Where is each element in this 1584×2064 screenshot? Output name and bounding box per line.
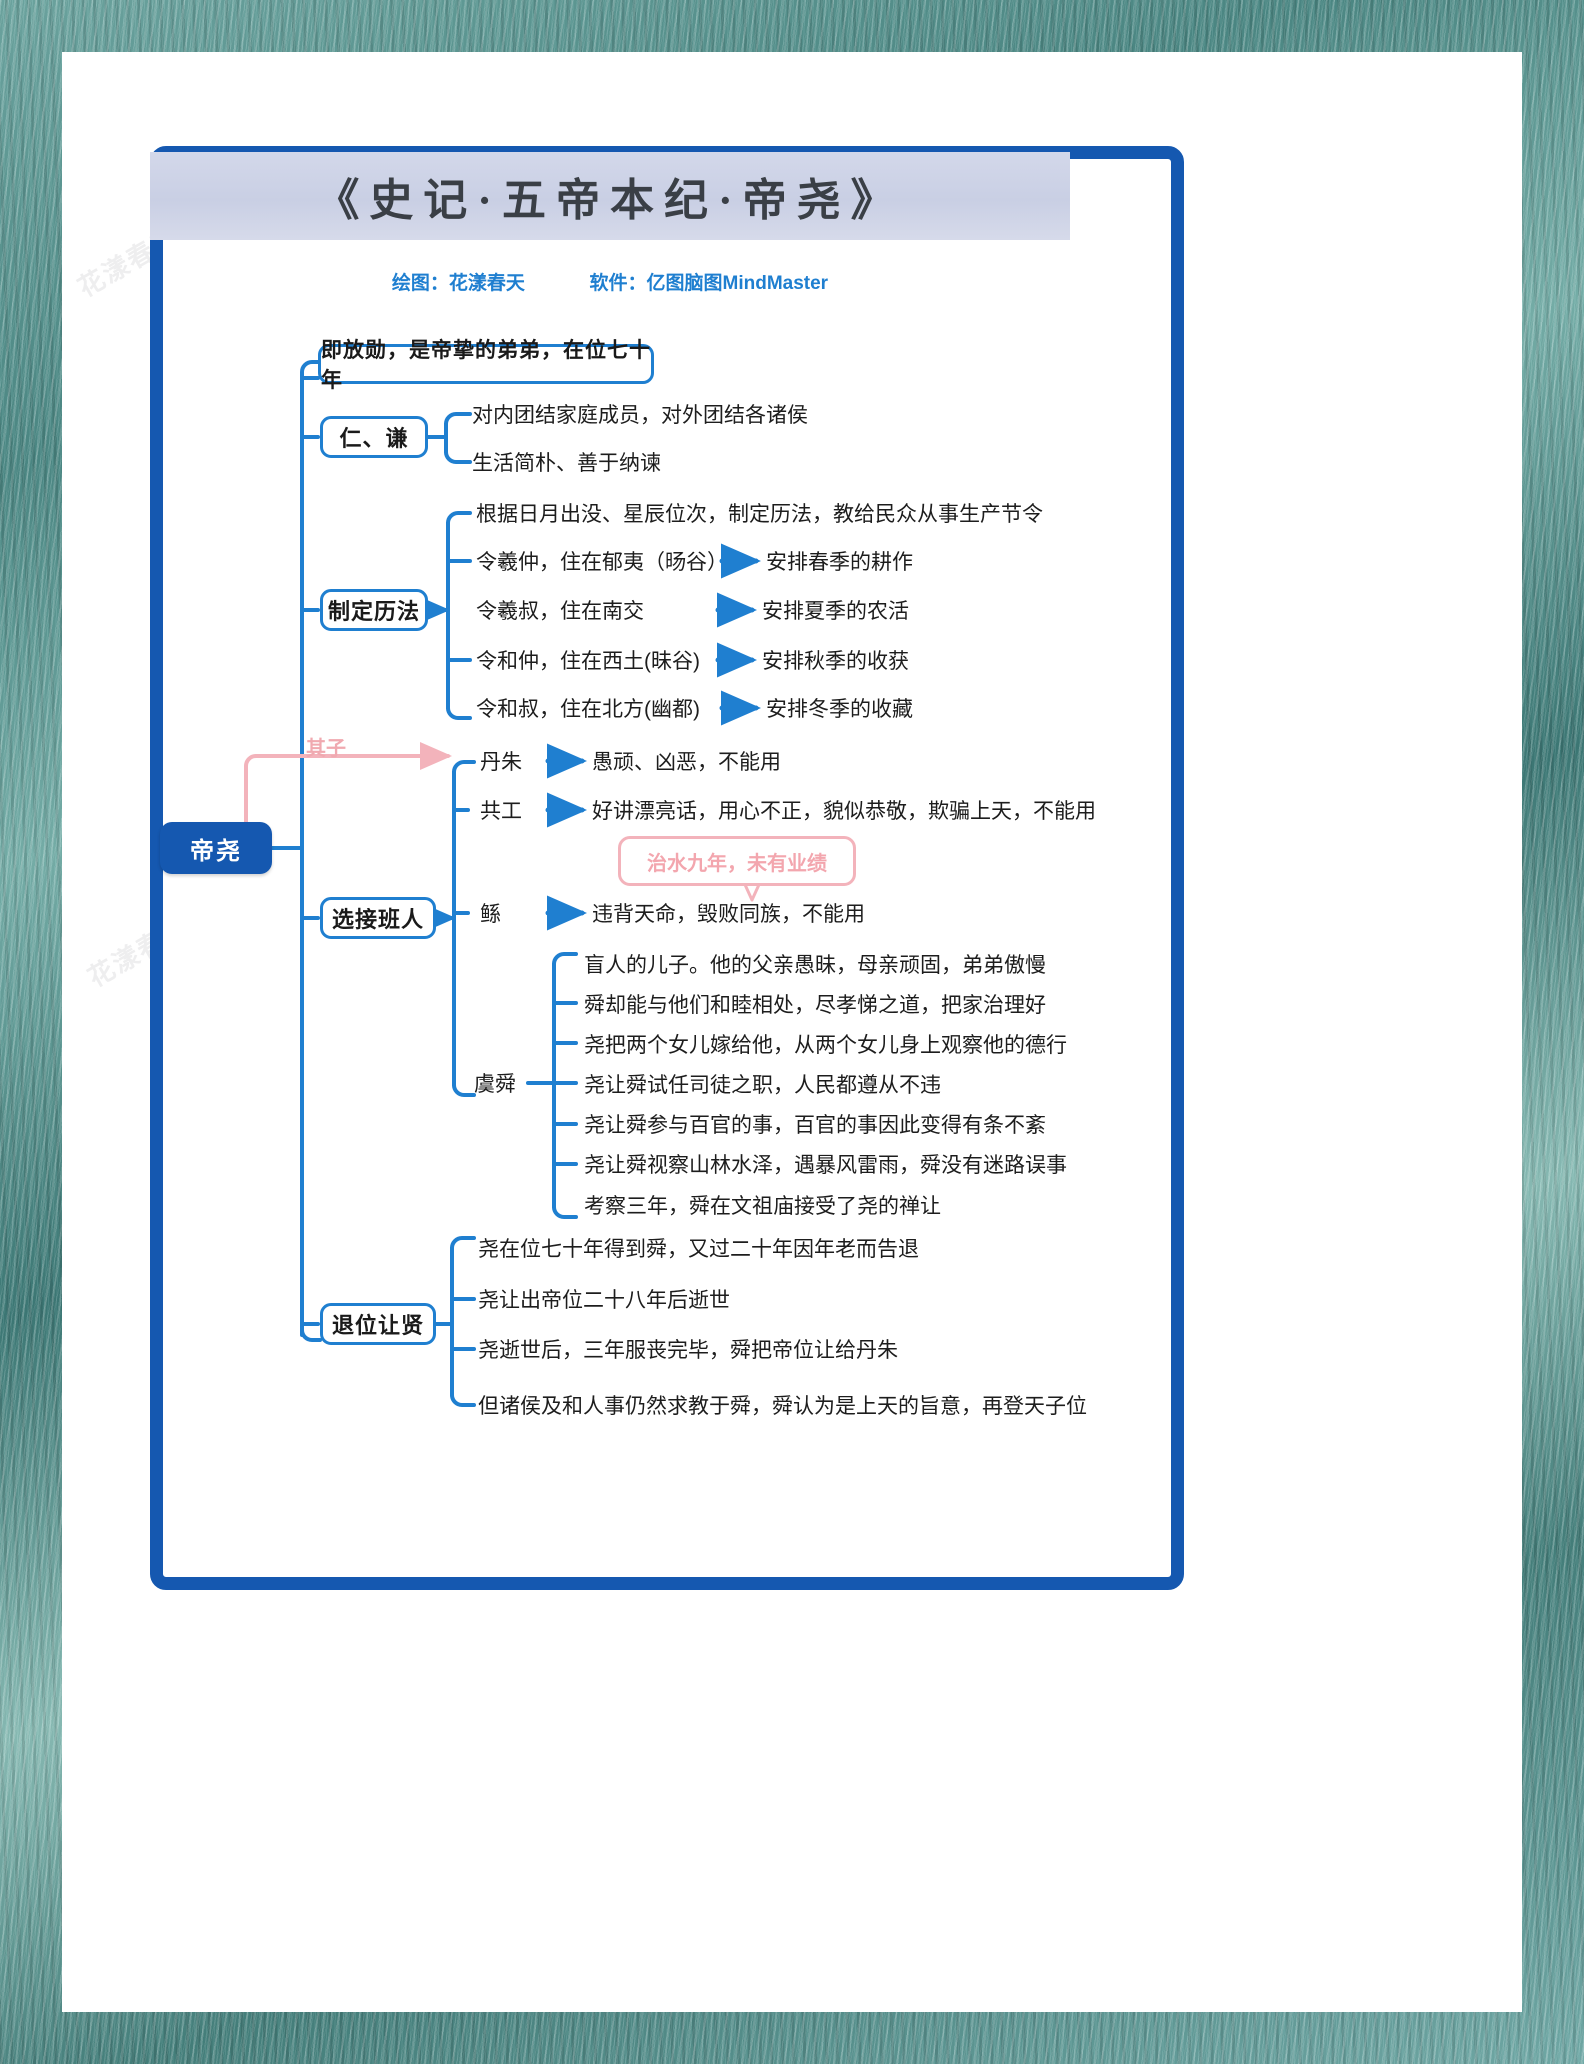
- leaf-yushun-4[interactable]: 尧让舜试任司徒之职，人民都遵从不违: [584, 1074, 941, 1097]
- leaf-yushun-2[interactable]: 舜却能与他们和睦相处，尽孝悌之道，把家治理好: [584, 994, 1046, 1017]
- leaf-yushun-3[interactable]: 尧把两个女儿嫁给他，从两个女儿身上观察他的德行: [584, 1034, 1067, 1057]
- page-title: 《史记·五帝本纪·帝尧》: [315, 176, 905, 225]
- node-abdication[interactable]: 退位让贤: [320, 1303, 436, 1345]
- leaf-calendar-2-result[interactable]: 安排春季的耕作: [766, 551, 913, 574]
- credit-software: 软件：亿图脑图MindMaster: [589, 273, 829, 294]
- title-banner: 《史记·五帝本纪·帝尧》: [150, 152, 1070, 240]
- leaf-gonggong[interactable]: 共工: [480, 800, 522, 823]
- leaf-gun[interactable]: 鲧: [480, 903, 501, 926]
- credit-author: 绘图：花漾春天: [391, 273, 525, 294]
- leaf-abdication-2[interactable]: 尧让出帝位二十八年后逝世: [478, 1289, 730, 1312]
- leaf-danzhu-result[interactable]: 愚顽、凶恶，不能用: [592, 751, 781, 774]
- annotation-qizi-label: 其子: [306, 738, 346, 760]
- leaf-ren-qian-1[interactable]: 对内团结家庭成员，对外团结各诸侯: [472, 404, 808, 427]
- leaf-calendar-3-result[interactable]: 安排夏季的农活: [762, 600, 909, 623]
- leaf-gun-result[interactable]: 违背天命，毁败同族，不能用: [592, 903, 865, 926]
- node-ren-qian[interactable]: 仁、谦: [320, 416, 428, 458]
- node-calendar[interactable]: 制定历法: [320, 589, 428, 631]
- leaf-danzhu[interactable]: 丹朱: [480, 751, 522, 774]
- leaf-yushun-7[interactable]: 考察三年，舜在文祖庙接受了尧的禅让: [584, 1195, 941, 1218]
- leaf-yushun-5[interactable]: 尧让舜参与百官的事，百官的事因此变得有条不紊: [584, 1114, 1046, 1137]
- node-intro[interactable]: 即放勋，是帝挚的弟弟，在位七十年: [318, 339, 654, 392]
- leaf-calendar-4[interactable]: 令和仲，住在西土(昧谷): [476, 650, 700, 673]
- node-successor[interactable]: 选接班人: [320, 897, 436, 939]
- leaf-abdication-4[interactable]: 但诸侯及和人事仍然求教于舜，舜认为是上天的旨意，再登天子位: [478, 1395, 1087, 1418]
- leaf-yushun-1[interactable]: 盲人的儿子。他的父亲愚昧，母亲顽固，弟弟傲慢: [584, 954, 1046, 977]
- leaf-ren-qian-2[interactable]: 生活简朴、善于纳谏: [472, 452, 661, 475]
- leaf-calendar-1[interactable]: 根据日月出没、星辰位次，制定历法，教给民众从事生产节令: [476, 503, 1043, 526]
- leaf-abdication-1[interactable]: 尧在位七十年得到舜，又过二十年因年老而告退: [478, 1238, 919, 1261]
- leaf-calendar-2[interactable]: 令羲仲，住在郁夷（旸谷）: [476, 551, 728, 574]
- leaf-yushun-6[interactable]: 尧让舜视察山林水泽，遇暴风雷雨，舜没有迷路误事: [584, 1154, 1067, 1177]
- leaf-gonggong-result[interactable]: 好讲漂亮话，用心不正，貌似恭敬，欺骗上天，不能用: [592, 800, 1096, 823]
- callout-gun-note: 治水九年，未有业绩: [618, 836, 856, 886]
- credits-line: 绘图：花漾春天 软件：亿图脑图MindMaster: [150, 268, 1070, 295]
- leaf-calendar-5-result[interactable]: 安排冬季的收藏: [766, 698, 913, 721]
- leaf-calendar-5[interactable]: 令和叔，住在北方(幽都): [476, 698, 700, 721]
- leaf-calendar-4-result[interactable]: 安排秋季的收获: [762, 650, 909, 673]
- diagram-frame: [150, 146, 1184, 1590]
- leaf-calendar-3[interactable]: 令羲叔，住在南交: [476, 600, 644, 623]
- leaf-yushun[interactable]: 虞舜: [474, 1073, 516, 1096]
- root-node[interactable]: 帝尧: [160, 822, 272, 874]
- leaf-abdication-3[interactable]: 尧逝世后，三年服丧完毕，舜把帝位让给丹朱: [478, 1339, 898, 1362]
